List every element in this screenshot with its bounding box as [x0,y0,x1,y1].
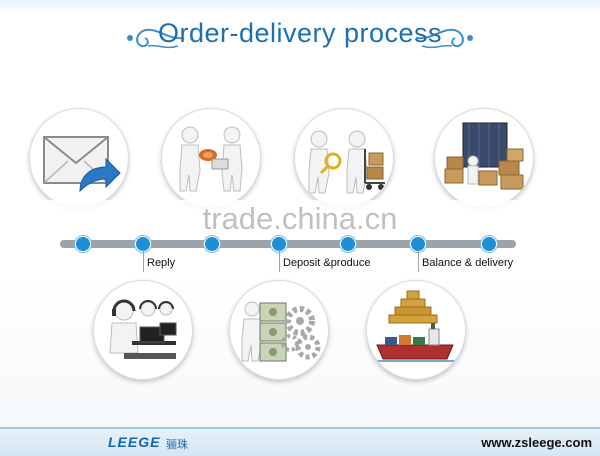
timeline-tick-deposit [279,250,280,272]
node-container [434,108,534,208]
top-band [0,0,600,14]
handshake-figures-icon [179,126,243,192]
node-coins-ship [366,280,466,380]
timeline-tick-reply [143,250,144,272]
step-label-reply: Reply [147,257,176,269]
footer-bar [0,429,600,456]
node-money-gears [229,280,329,380]
timeline-dot-5 [340,236,356,252]
watermark-text: trade.china.cn [202,201,398,236]
node-call-center [93,280,193,380]
left-swirl-ornament-icon [127,28,185,49]
timeline-bar [60,240,516,248]
website-link[interactable]: www.zsleege.com [481,435,592,450]
step-label-balance: Balance & delivery [422,257,514,269]
step-label-deposit: Deposit &produce [283,257,371,269]
company-logo-chinese: 骊珠 [166,439,188,451]
timeline-tick-balance [418,250,419,272]
page-title: Order-delivery process [157,18,443,48]
timeline-dot-3 [204,236,220,252]
footer-divider [0,427,600,429]
node-handshake [161,108,261,208]
envelope-reply-icon [43,136,121,193]
call-center-icon [109,299,177,359]
container-boxes-icon [444,122,524,190]
node-envelope-reply [29,108,129,208]
company-logo: LEEGE [108,434,161,450]
node-inspection [294,108,394,208]
money-gears-icon [241,301,321,362]
timeline-dot-1 [75,236,91,252]
coins-ship-icon [375,290,457,362]
timeline-dot-7 [481,236,497,252]
inspection-cart-icon [308,130,385,194]
right-swirl-ornament-icon [415,28,473,49]
watermark-stripe [0,200,600,236]
